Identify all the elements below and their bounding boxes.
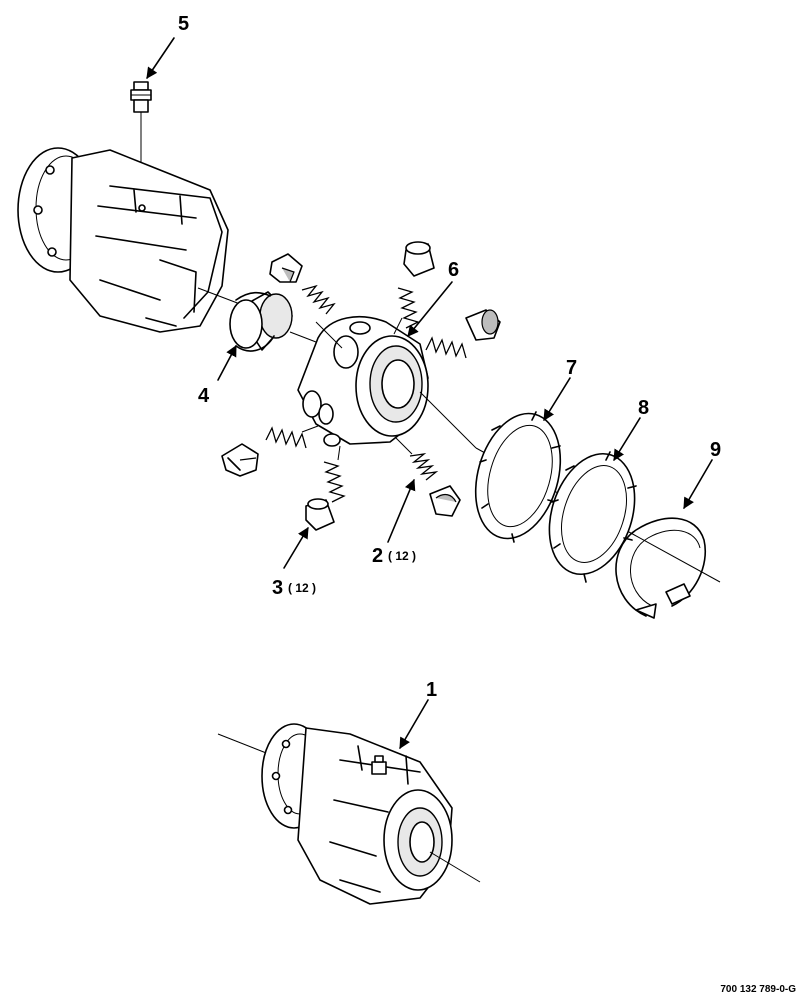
callout-number: 3	[272, 577, 283, 599]
callout-number: 9	[710, 439, 721, 461]
callout-number: 5	[178, 13, 189, 35]
callout-3: 3 ( 12 )	[272, 577, 316, 599]
housing-exploded	[17, 147, 241, 333]
callout-number: 1	[426, 679, 437, 701]
callout-6: 6	[448, 259, 459, 281]
callout-1: 1	[426, 679, 437, 701]
callout-5: 5	[178, 13, 189, 35]
callout-quantity: ( 12 )	[388, 549, 416, 563]
bushing-part-4	[229, 291, 317, 352]
callout-number: 4	[198, 385, 210, 407]
callout-9: 9	[710, 439, 721, 461]
callout-2: 2 ( 12 )	[372, 545, 416, 567]
callout-quantity: ( 12 )	[288, 581, 316, 595]
callout-leaders	[146, 37, 713, 749]
callout-7: 7	[566, 357, 577, 379]
clutch-plate-part-8	[548, 451, 637, 583]
callout-8: 8	[638, 397, 649, 419]
callout-number: 8	[638, 397, 649, 419]
clutch-plate-part-7	[474, 411, 562, 543]
springs-part-2	[265, 284, 467, 503]
figure-id: 700 132 789-0-G	[720, 984, 796, 995]
callout-4: 4	[198, 385, 210, 407]
grease-fitting-part-5	[130, 81, 152, 208]
assembly-part-1	[217, 723, 481, 905]
callout-number: 6	[448, 259, 459, 281]
callout-number: 7	[566, 357, 577, 379]
callout-number: 2	[372, 545, 383, 567]
hub-part-6	[297, 316, 721, 583]
keys-part-3	[221, 241, 501, 531]
snap-ring-part-9	[615, 517, 706, 619]
